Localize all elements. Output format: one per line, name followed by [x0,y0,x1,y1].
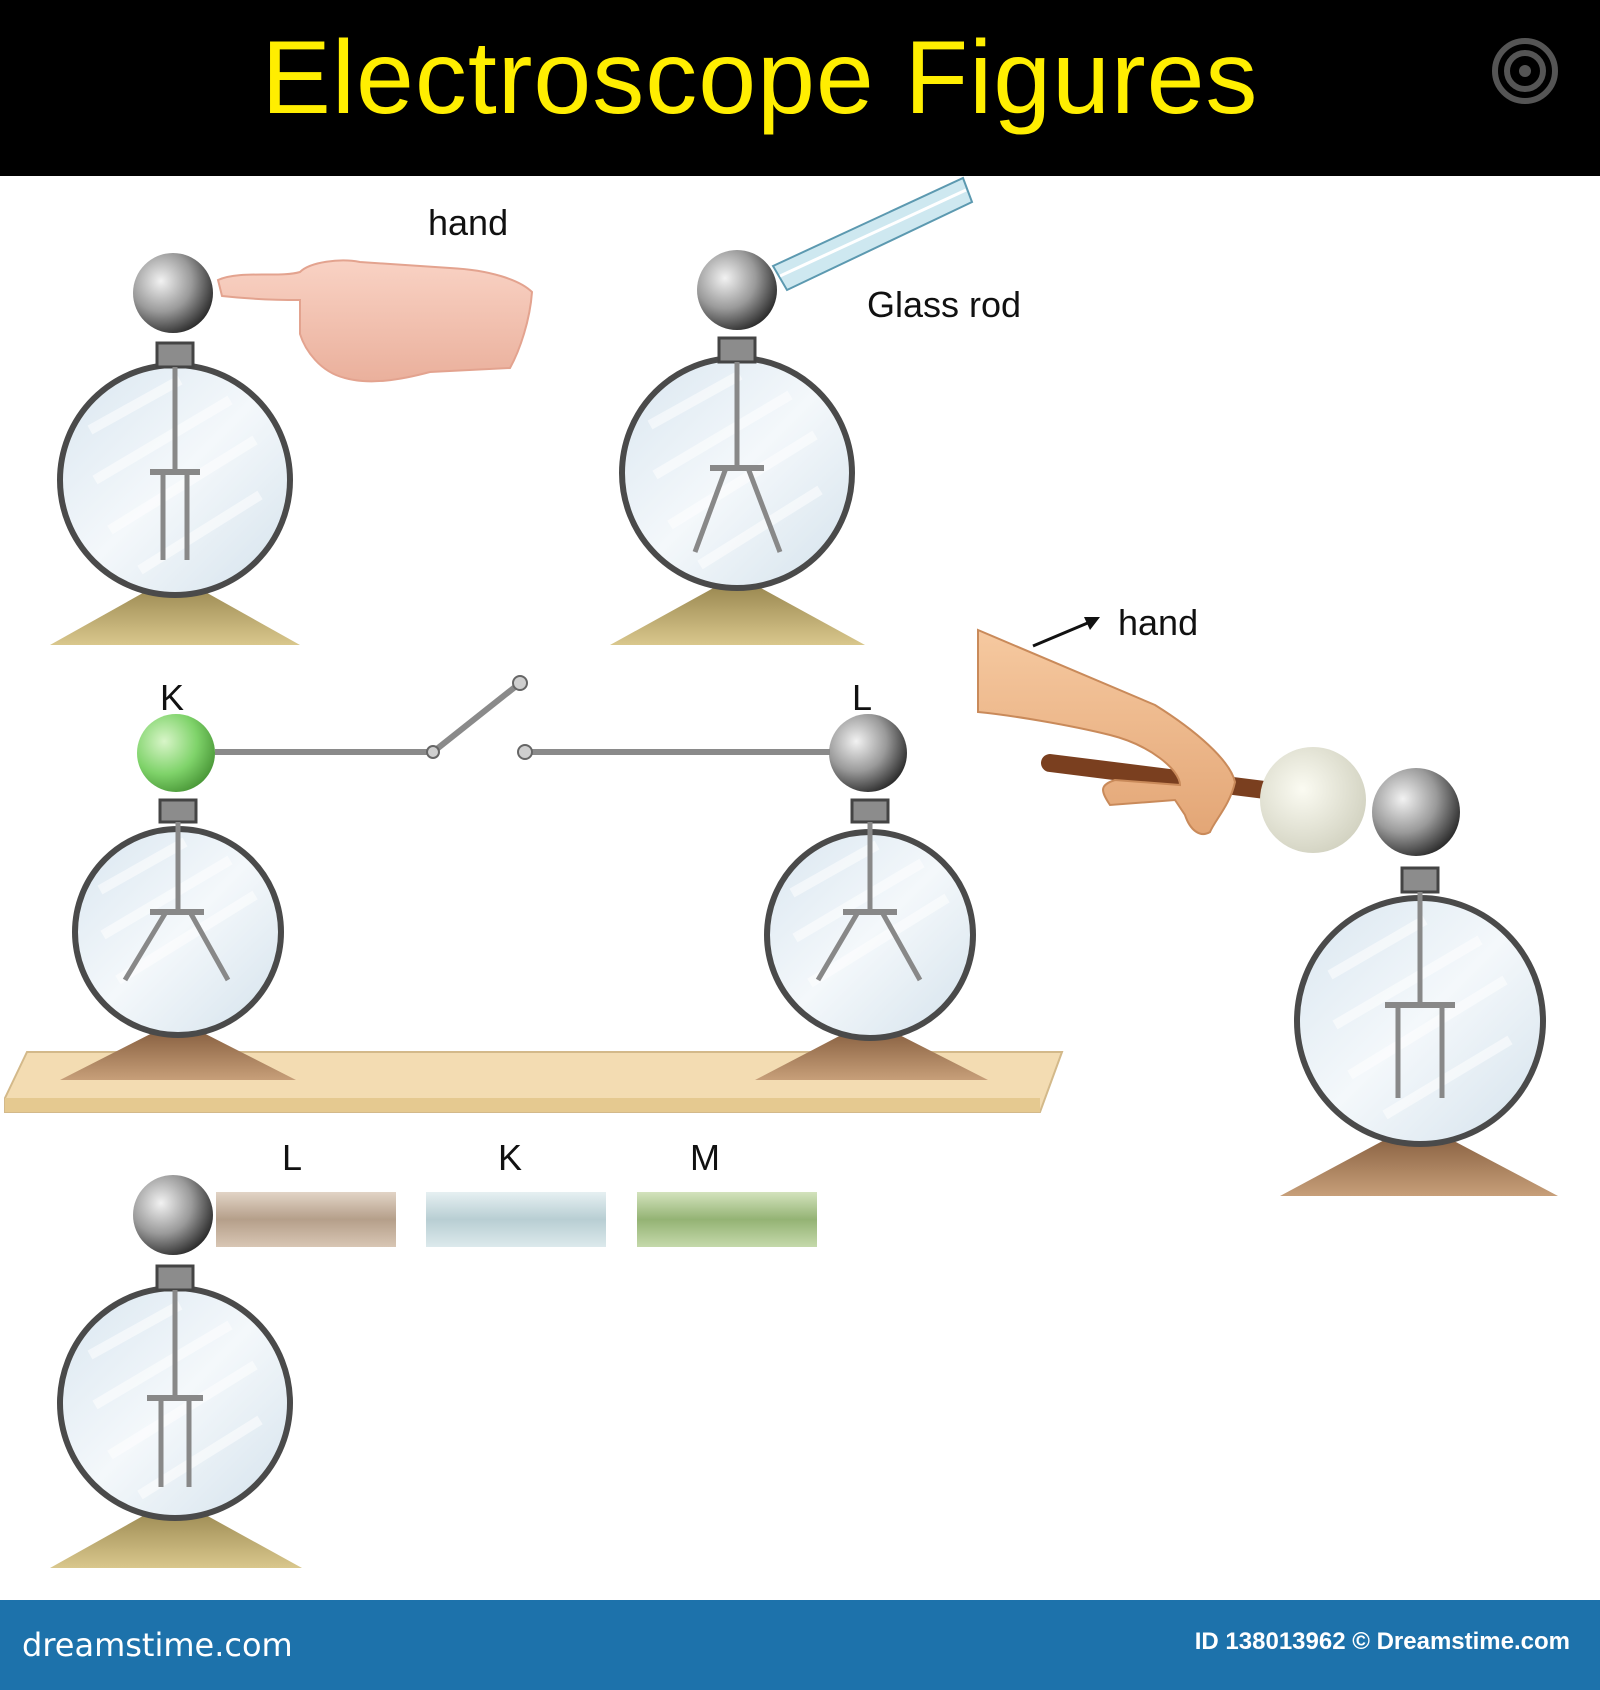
label-sphere-k: K [160,677,185,718]
label-hand-2: hand [1118,602,1199,643]
title-bar: Electroscope Figures [0,0,1600,176]
footer-bar: dreamstime.com ID 138013962 © Dreamstime… [0,1600,1600,1690]
footer-id: ID 138013962 © Dreamstime.com [1194,1628,1570,1655]
base [50,575,300,645]
label-hand-1: hand [428,202,509,243]
rod-k [426,1192,606,1247]
footer-brand: dreamstime.com [22,1626,293,1664]
watermark-spiral-icon [1492,38,1558,104]
sphere-k [137,714,215,792]
label-rod-k: K [498,1137,523,1178]
electroscope-bottom [50,1175,302,1568]
electroscope-diagram [4,176,1558,1568]
metal-sphere [697,250,777,330]
metal-sphere [133,253,213,333]
metal-sphere [133,1175,213,1255]
neck [155,341,195,369]
base [755,1020,988,1080]
electroscope-right [1280,768,1558,1196]
pointing-hand [216,259,534,383]
page-title: Electroscope Figures [261,20,1259,136]
rod-m [637,1192,817,1247]
insulated-ball [1260,747,1366,853]
electroscope-l [755,714,988,1080]
glass-rod [771,176,974,292]
base [50,1498,302,1568]
base [610,575,865,645]
base [1280,1122,1558,1196]
sphere-l [829,714,907,792]
label-glass-rod: Glass rod [867,284,1022,325]
label-rod-m: M [690,1137,720,1178]
rod-l [216,1192,396,1247]
electroscope-k [60,714,296,1080]
hand-with-ball-stick [977,617,1366,853]
base [60,1020,296,1080]
label-rod-l: L [282,1137,303,1178]
electroscope-1 [50,253,300,645]
electroscope-2 [610,176,974,645]
metal-sphere [1372,768,1460,856]
switch-wire [215,675,830,760]
arrow-icon [1084,617,1100,630]
label-sphere-l: L [852,677,873,718]
